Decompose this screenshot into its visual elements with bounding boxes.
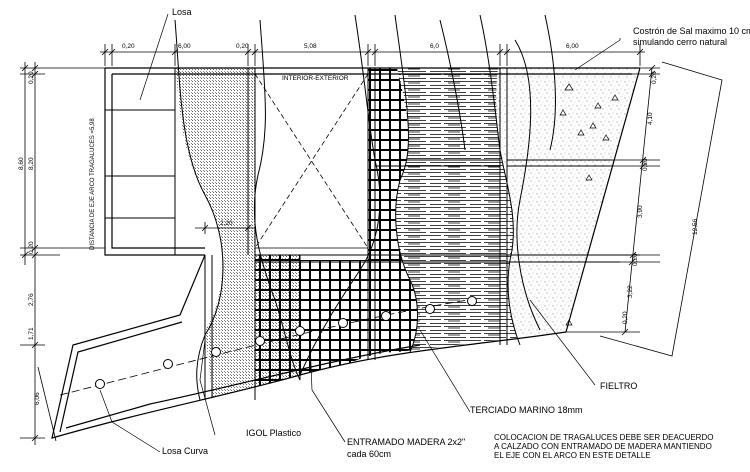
dimension-lines	[20, 44, 723, 445]
internal-lines	[105, 68, 640, 400]
label-eje-vertical: DISTANCIA DE EJE ARCO TRAGALUCES =5,98	[90, 118, 96, 250]
dim-top-1: 0,20	[122, 43, 135, 50]
dim-right-5: 0,20	[632, 253, 639, 266]
dim-right-1: 0,20	[651, 71, 658, 84]
outline	[51, 67, 641, 439]
label-losa-curva: Losa Curva	[162, 446, 209, 456]
note-line3: EL EJE CON EL ARCO EN ESTE DETALLE	[494, 451, 651, 460]
dim-top-4: 5,08	[304, 43, 317, 50]
dim-left-5: 1,71	[28, 327, 35, 340]
tragaluces-axis	[59, 296, 481, 396]
label-entramado-line1: ENTRAMADO MADERA 2x2"	[347, 437, 466, 447]
label-losa: Losa	[172, 7, 192, 17]
dim-left-3: 0,20	[28, 241, 35, 254]
dim-top-3: 0,20	[236, 43, 249, 50]
note-line1: COLOCACION DE TRAGALUCES DEBE SER DEACUE…	[494, 433, 714, 442]
dim-top-2: 6,00	[178, 43, 191, 50]
note-line2: A CALZADO CON ENTRAMADO DE MADERA MANTIE…	[494, 442, 712, 451]
dim-left-1: 0,20	[28, 71, 35, 84]
dim-inner: 2,20	[220, 220, 233, 227]
arc-curves	[174, 14, 556, 401]
dim-right-3: 0,20	[642, 158, 649, 171]
hatch-fills	[175, 68, 640, 420]
dim-right-total: 12,56	[692, 218, 699, 235]
dim-top-6: 6,00	[566, 43, 579, 50]
leader-lines	[99, 13, 621, 453]
label-terciado: TERCIADO MARINO 18mm	[470, 405, 583, 415]
label-igol: IGOL Plastico	[246, 428, 302, 438]
dim-left-2: 8,20	[28, 157, 35, 170]
costron-marks	[559, 83, 619, 326]
label-entramado-line2: cada 60cm	[347, 449, 392, 459]
dim-right-2: 4,10	[647, 112, 654, 125]
dim-right-7: 0,20	[622, 311, 629, 324]
dim-left-outer: 8,60	[18, 157, 25, 170]
dim-bottom-left: 6,06	[34, 392, 41, 405]
dim-right-6: 3,22	[627, 285, 634, 298]
dim-right-4: 3,90	[637, 205, 644, 218]
label-costron-line2: simulando cerro natural	[633, 37, 728, 47]
label-fieltro: FIELTRO	[600, 381, 638, 391]
label-costron-line1: Costrón de Sal maximo 10 cm	[633, 26, 750, 36]
dim-left-4: 2,76	[28, 293, 35, 306]
interior-exterior-cross	[254, 73, 369, 249]
label-interior-exterior: INTERIOR-EXTERIOR	[282, 75, 349, 82]
dim-top-5: 6,0	[430, 43, 440, 50]
